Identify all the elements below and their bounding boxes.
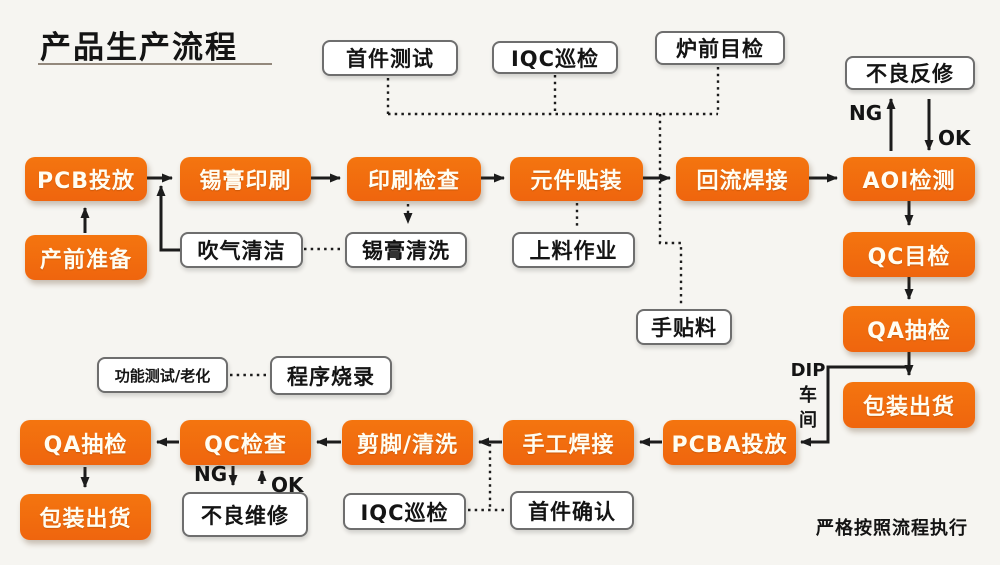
label-dip-line3: 间 — [799, 410, 817, 432]
node-func-test-aging: 功能测试/老化 — [97, 357, 228, 393]
label-ok-top: OK — [938, 126, 971, 150]
dotted-bus-to-handplace — [658, 114, 683, 306]
node-hand-solder: 手工焊接 — [503, 420, 634, 465]
node-solder-paste-clean: 锡膏清洗 — [345, 232, 467, 268]
node-solder-paste-print: 锡膏印刷 — [180, 157, 311, 201]
node-pcba-release: PCBA投放 — [663, 420, 796, 465]
node-trim-clean: 剪脚/清洗 — [342, 420, 473, 465]
node-defect-repair: 不良维修 — [182, 492, 308, 537]
node-first-article-test: 首件测试 — [322, 40, 458, 76]
label-dip-line1: DIP — [790, 360, 826, 381]
node-qc-visual: QC目检 — [843, 232, 975, 277]
footer-note: 严格按照流程执行 — [816, 518, 968, 539]
arrow-dip-branch-to-pcba — [800, 365, 909, 447]
node-program-burn: 程序烧录 — [270, 356, 392, 395]
label-dip-line2: 车 — [799, 385, 817, 407]
arrow-airblow-branch — [156, 185, 181, 252]
node-defect-rework: 不良反修 — [845, 56, 975, 90]
label-dip-workshop: DIP 车 间 — [789, 358, 827, 434]
label-ng-top: NG — [849, 101, 883, 125]
node-qc-check: QC检查 — [180, 420, 311, 465]
node-reflow-solder: 回流焊接 — [676, 157, 809, 201]
node-iqc-patrol-top: IQC巡检 — [492, 41, 618, 74]
node-loading-operation: 上料作业 — [512, 232, 635, 268]
label-ok-bottom: OK — [271, 473, 304, 497]
node-pre-production: 产前准备 — [25, 235, 147, 280]
node-first-article-confirm: 首件确认 — [510, 491, 634, 530]
node-hand-place: 手贴料 — [636, 309, 732, 345]
node-iqc-patrol-bottom: IQC巡检 — [343, 493, 466, 530]
node-pack-ship-bottom: 包装出货 — [20, 494, 151, 540]
node-aoi-inspect: AOI检测 — [843, 157, 975, 201]
node-air-blow-clean: 吹气清洁 — [180, 232, 303, 268]
node-pack-ship-right: 包装出货 — [843, 382, 975, 428]
node-component-place: 元件贴装 — [510, 157, 643, 201]
label-ng-bottom: NG — [194, 462, 228, 486]
node-qa-sample-right: QA抽检 — [843, 306, 975, 352]
node-qa-sample-bottom: QA抽检 — [20, 420, 151, 465]
node-pcb-release: PCB投放 — [25, 157, 147, 201]
page-title: 产品生产流程 — [40, 30, 238, 66]
node-furnace-visual: 炉前目检 — [655, 31, 785, 65]
node-print-inspect: 印刷检查 — [347, 157, 481, 201]
title-underline — [38, 63, 272, 65]
